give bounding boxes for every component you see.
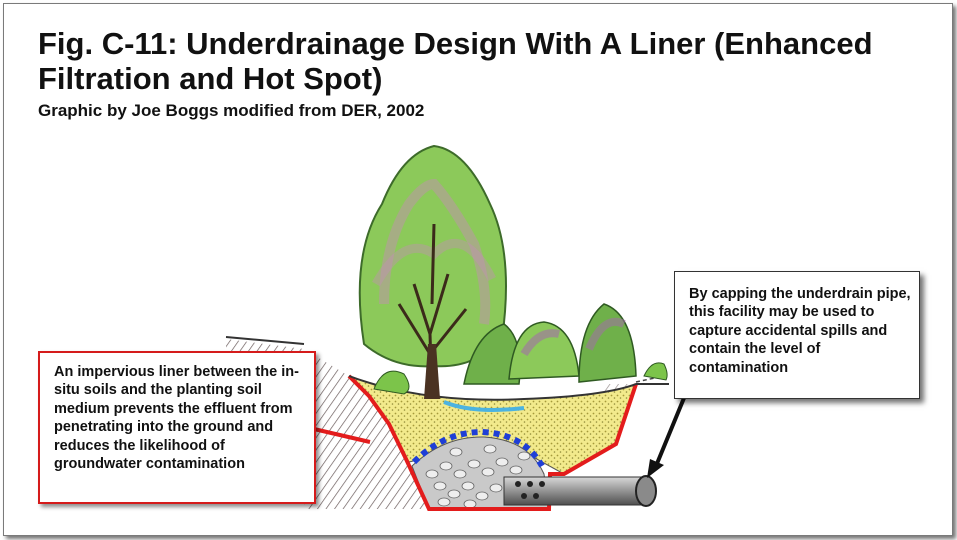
figure-subtitle: Graphic by Joe Boggs modified from DER, …: [38, 101, 425, 120]
bioretention-illustration: [225, 144, 686, 511]
pipe-callout-arrow: [647, 397, 686, 478]
liner-callout: An impervious liner between the in-situ …: [38, 351, 316, 504]
underdrain-pipe: [503, 475, 657, 507]
figure-title: Fig. C-11: Underdrainage Design With A L…: [38, 26, 873, 96]
pipe-cap-callout: By capping the underdrain pipe, this fac…: [674, 271, 920, 399]
impervious-liner: [347, 374, 638, 511]
figure-frame: Fig. C-11: Underdrainage Design With A L…: [3, 3, 953, 536]
tree: [358, 144, 507, 400]
filter-fabric: [411, 428, 545, 468]
liner-callout-pointer: [313, 427, 371, 444]
shrubs: [373, 303, 668, 395]
